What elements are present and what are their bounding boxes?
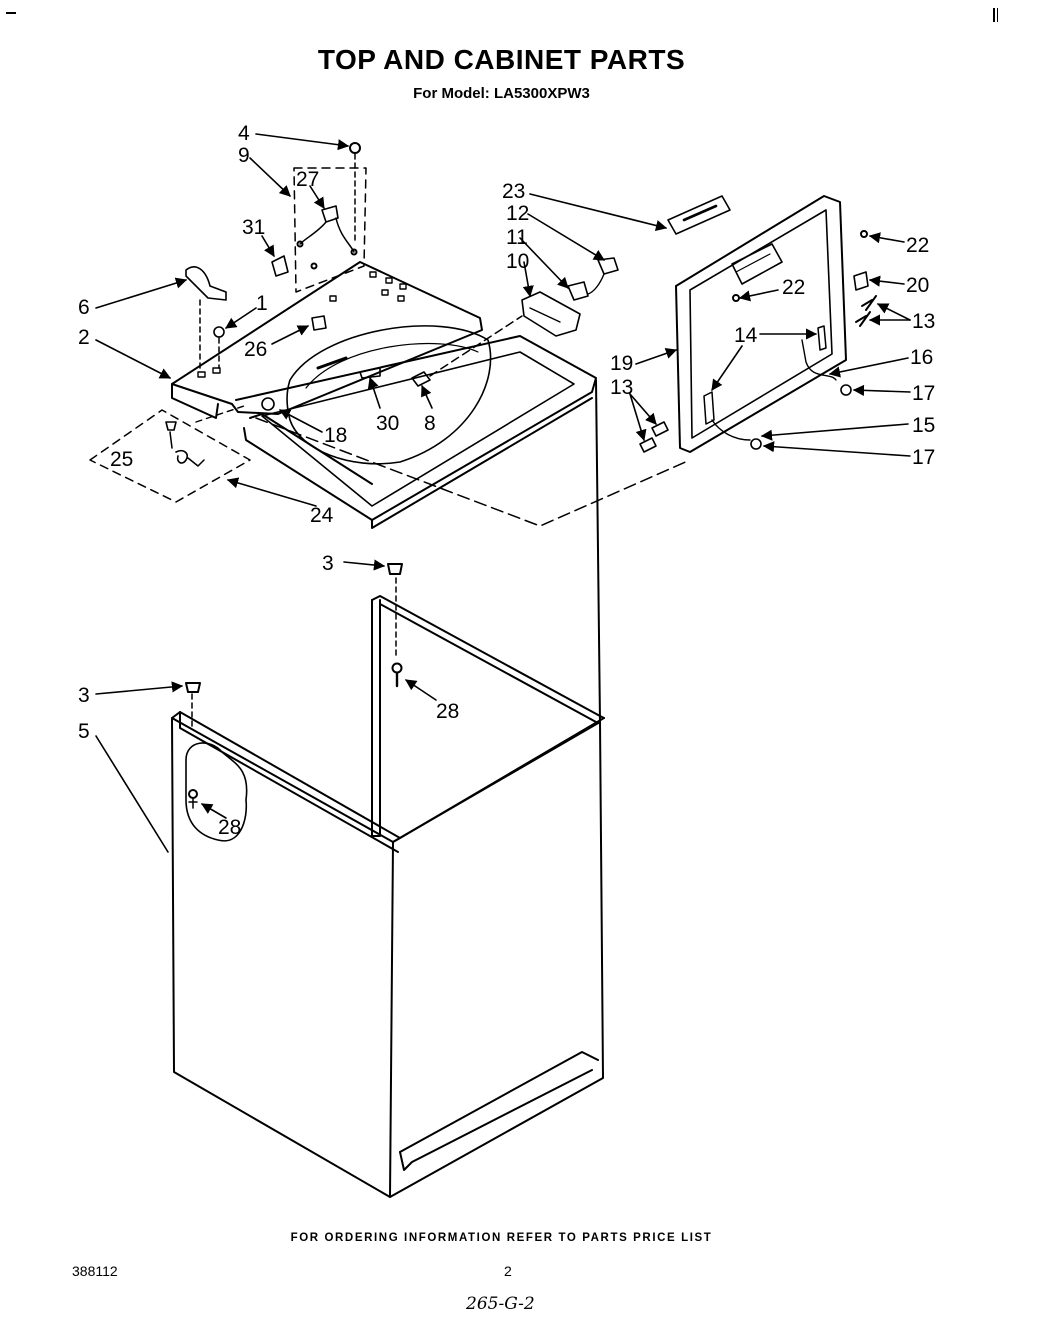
callout-17-upper: 17 bbox=[912, 382, 935, 405]
callout-13-left: 13 bbox=[610, 376, 633, 399]
callout-20: 20 bbox=[906, 274, 929, 297]
console-panel-drawing bbox=[639, 195, 877, 453]
leader-lines bbox=[95, 133, 911, 853]
callout-5: 5 bbox=[78, 720, 90, 743]
page-title: TOP AND CABINET PARTS bbox=[317, 44, 686, 75]
callout-9: 9 bbox=[238, 144, 250, 167]
callout-4: 4 bbox=[238, 122, 250, 145]
callout-24: 24 bbox=[310, 504, 334, 527]
corner-bar-mark bbox=[993, 8, 998, 22]
callout-22-lower: 22 bbox=[782, 276, 805, 299]
handwritten-note: 265-G-2 bbox=[466, 1294, 535, 1314]
callout-labels: 4 9 27 31 6 1 2 26 30 8 18 25 24 23 12 1… bbox=[78, 122, 935, 839]
callout-2: 2 bbox=[78, 326, 90, 349]
callout-31: 31 bbox=[242, 216, 265, 239]
callout-18: 18 bbox=[324, 424, 347, 447]
callout-14: 14 bbox=[734, 324, 758, 347]
callout-27: 27 bbox=[296, 168, 319, 191]
ordering-note: FOR ORDERING INFORMATION REFER TO PARTS … bbox=[290, 1232, 713, 1244]
hinge-parts-drawing bbox=[89, 405, 251, 503]
corner-dash-mark bbox=[6, 12, 16, 14]
document-number: 388112 bbox=[72, 1263, 118, 1279]
callout-23: 23 bbox=[502, 180, 525, 203]
callout-26: 26 bbox=[244, 338, 267, 361]
callout-16: 16 bbox=[910, 346, 933, 369]
model-subtitle: For Model: LA5300XPW3 bbox=[413, 85, 590, 102]
callout-10: 10 bbox=[506, 250, 529, 273]
page-number: 2 bbox=[504, 1263, 512, 1279]
callout-22-upper: 22 bbox=[906, 234, 929, 257]
callout-11: 11 bbox=[506, 226, 528, 249]
callout-1: 1 bbox=[256, 292, 268, 315]
callout-15: 15 bbox=[912, 414, 935, 437]
callout-8: 8 bbox=[424, 412, 436, 435]
cabinet-drawing bbox=[171, 379, 605, 1198]
callout-6: 6 bbox=[78, 296, 90, 319]
top-drawing bbox=[171, 261, 691, 529]
callout-13-right: 13 bbox=[912, 310, 935, 333]
callout-12: 12 bbox=[506, 202, 529, 225]
callout-30: 30 bbox=[376, 412, 399, 435]
callout-28-front: 28 bbox=[218, 816, 241, 839]
callout-25: 25 bbox=[110, 448, 133, 471]
lid-switch-drawing bbox=[411, 257, 619, 387]
callout-3-front: 3 bbox=[78, 684, 90, 707]
callout-28-back: 28 bbox=[436, 700, 459, 723]
callout-17-lower: 17 bbox=[912, 446, 935, 469]
callout-3-back: 3 bbox=[322, 552, 334, 575]
wire-harness-drawing bbox=[185, 142, 367, 369]
callout-19: 19 bbox=[610, 352, 633, 375]
